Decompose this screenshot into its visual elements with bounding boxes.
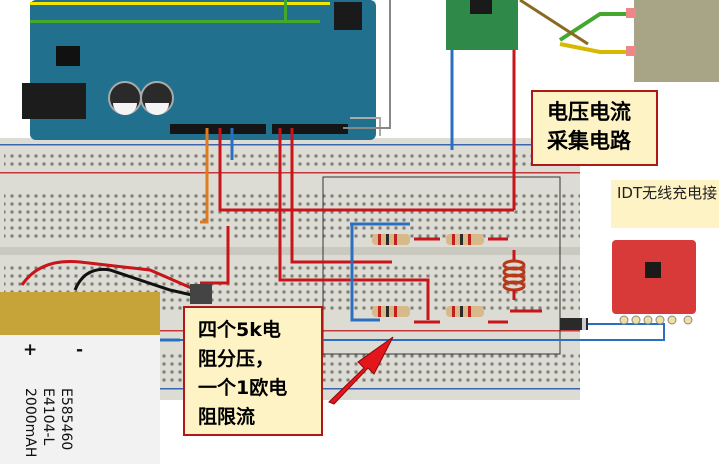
battery-text-line: E585460	[58, 388, 74, 451]
callout-line: 一个1欧电	[198, 377, 288, 399]
arduino-trace-green	[30, 20, 320, 23]
motor	[634, 0, 719, 82]
callout-line: 采集电路	[547, 129, 631, 153]
capacitor-highlight-right	[145, 103, 169, 115]
ina219-chip	[645, 262, 661, 278]
battery-label	[0, 335, 160, 464]
arduino-power-jack	[22, 83, 86, 119]
arduino-pin-wire-green	[284, 0, 287, 22]
callout-line: 四个5k电	[198, 319, 281, 341]
motor-terminal-2	[626, 46, 636, 56]
icsp-header	[334, 2, 362, 30]
selection-rectangle	[322, 176, 561, 355]
ina219-pins	[619, 315, 693, 325]
inductor-coil	[502, 250, 526, 300]
diode	[560, 318, 588, 330]
motor-wire-green	[558, 12, 634, 42]
motor-terminal-1	[626, 8, 636, 18]
battery-text-line: E4104-L	[40, 388, 56, 446]
diode-band	[582, 318, 586, 330]
breadboard-rail-top-red	[0, 172, 580, 174]
callout-line: 阻分压，	[198, 348, 275, 370]
divider-callout: 四个5k电 阻分压， 一个1欧电 阻限流	[183, 306, 323, 436]
motor-wire-yellow	[559, 42, 634, 54]
arduino-trace-yellow	[30, 2, 330, 5]
analog-header	[272, 124, 348, 134]
breadboard-center-channel	[0, 247, 580, 255]
breadboard-rail-top-blue	[0, 144, 580, 146]
voltage-regulator	[56, 46, 80, 66]
resistors	[372, 234, 542, 324]
battery-wire-black	[73, 267, 206, 300]
motor-wire-brown	[519, 0, 589, 46]
battery-wire-red	[20, 259, 197, 292]
power-header	[170, 124, 266, 134]
arrow-icon	[328, 336, 394, 405]
callout-line: 电压电流	[547, 100, 631, 124]
battery-plus-sign: +	[23, 340, 38, 360]
battery-text-line: 2000mAH	[22, 388, 38, 458]
idt-label: IDT无线充电接	[611, 180, 719, 228]
battery-connector	[190, 284, 212, 304]
sensor-chip	[470, 0, 492, 14]
wires	[0, 0, 665, 342]
capacitor-highlight-left	[113, 103, 137, 115]
callout-line: 阻限流	[198, 406, 256, 428]
voltage-current-callout: 电压电流 采集电路	[531, 90, 658, 166]
battery-minus-sign: -	[76, 340, 84, 360]
